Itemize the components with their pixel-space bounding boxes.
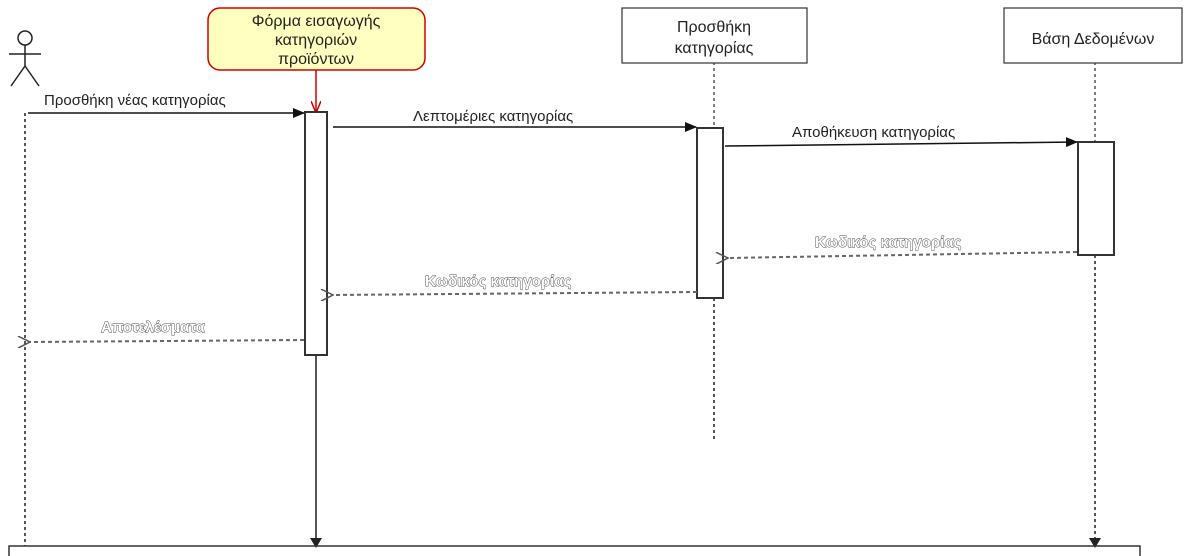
return-label-2: Κωδικός κατηγορίας	[425, 273, 572, 290]
return-arrow-1	[728, 251, 1078, 258]
database-title: Βάση Δεδομένων	[1032, 31, 1155, 48]
message-label-1: Προσθήκη νέας κατηγορίας	[44, 92, 226, 109]
actor-icon	[9, 30, 41, 87]
form-title-line-1: Φόρμα εισαγωγής	[252, 13, 381, 30]
controller-title-line-2: κατηγορίας	[675, 40, 754, 57]
message-label-3: Αποθήκευση κατηγορίας	[792, 124, 955, 141]
return-label-3: Αποτελέσματα	[101, 319, 206, 336]
controller-title-line-1: Προσθήκη	[677, 19, 751, 36]
form-title-line-3: προϊόντων	[278, 51, 354, 68]
bottom-frame	[8, 545, 1141, 556]
form-title-line-2: κατηγοριών	[275, 32, 357, 49]
form-lifeline-header: Φόρμα εισαγωγής κατηγοριών προϊόντων	[207, 7, 426, 71]
return-arrow-2	[333, 292, 698, 295]
form-activation	[304, 111, 328, 356]
controller-activation	[696, 127, 724, 299]
database-activation	[1077, 141, 1115, 256]
message-arrow-3	[724, 137, 1078, 148]
controller-lifeline-header: Προσθήκη κατηγορίας	[621, 7, 808, 64]
return-arrow-3	[30, 340, 305, 342]
message-label-2: Λεπτομέριες κατηγορίας	[413, 108, 573, 125]
database-lifeline-header: Βάση Δεδομένων	[1003, 7, 1183, 64]
return-label-1: Κωδικός κατηγορίας	[815, 234, 962, 251]
